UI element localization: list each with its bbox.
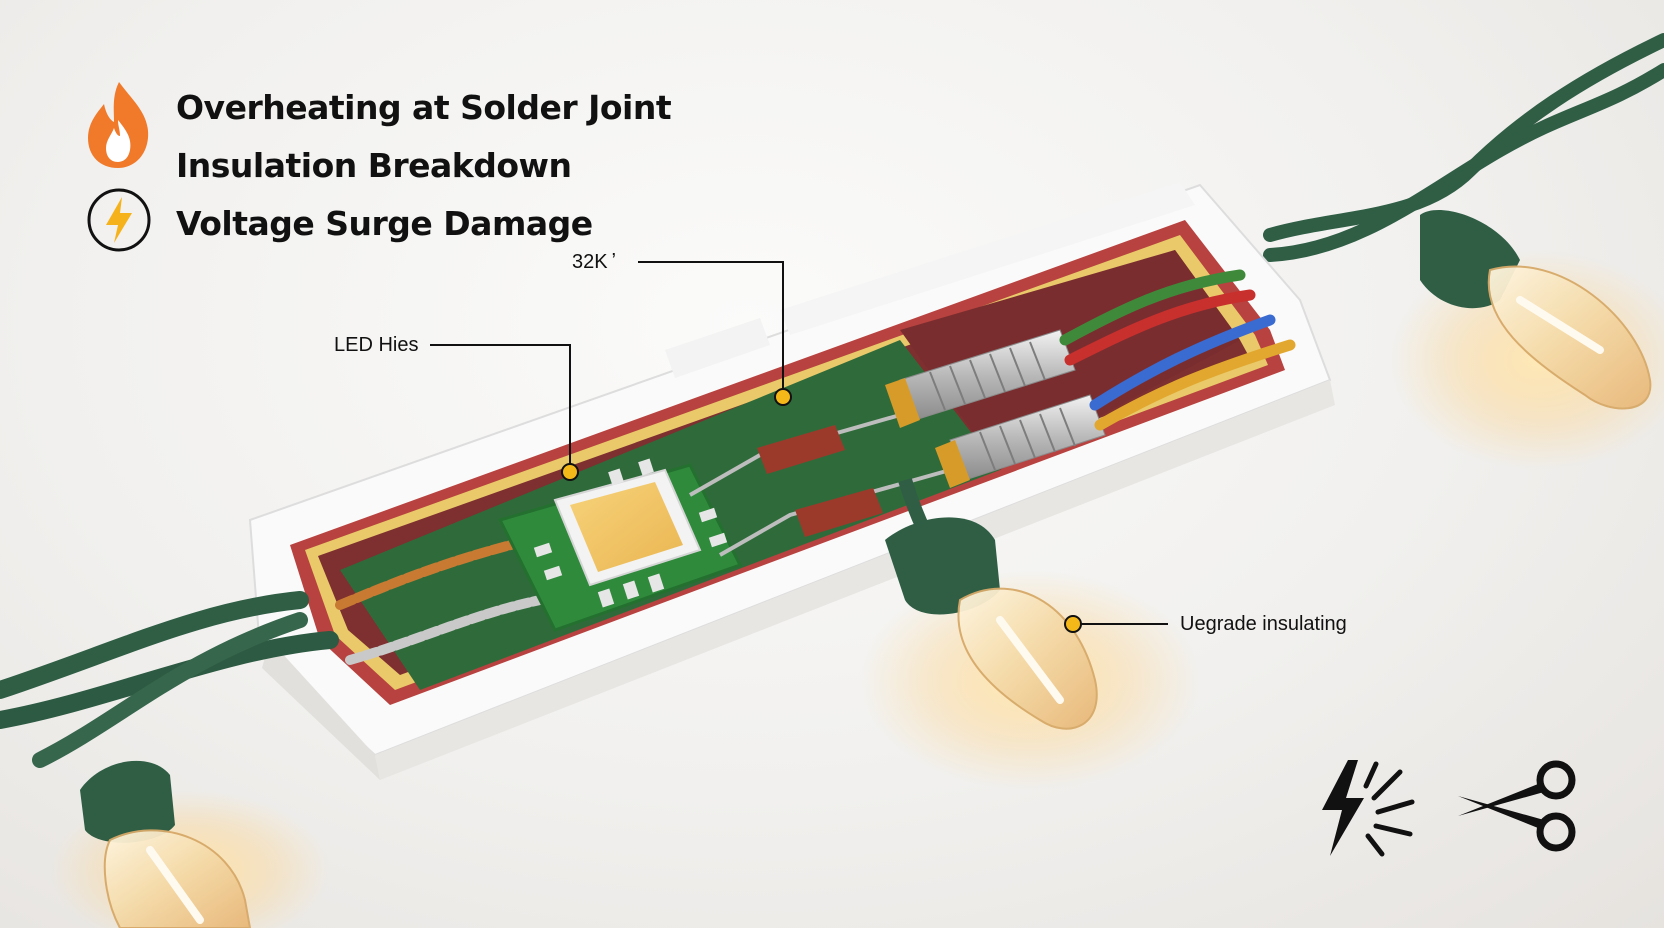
wire-bundle-left xyxy=(0,535,545,768)
light-bulb-left xyxy=(80,760,252,928)
spark-burst-icon xyxy=(1318,758,1418,858)
light-bulb-center xyxy=(885,477,1098,730)
light-bulb-right xyxy=(1420,210,1652,410)
legend-overheating: Overheating at Solder Joint xyxy=(176,88,672,127)
wire-strand-right xyxy=(1263,33,1664,262)
scissors-icon xyxy=(1456,758,1581,853)
legend-voltage: Voltage Surge Damage xyxy=(176,204,593,243)
lightning-bolt-icon xyxy=(86,187,152,253)
flame-icon xyxy=(84,80,154,170)
colored-wires xyxy=(1059,269,1296,431)
led-pcb xyxy=(497,458,743,632)
legend-insulation: Insulation Breakdown xyxy=(176,146,572,185)
callout-label-left: LED Hies xyxy=(334,334,419,356)
resistor xyxy=(757,425,883,537)
callout-lines xyxy=(430,261,1168,625)
coil-stripes xyxy=(929,341,1076,471)
callout-dots xyxy=(561,388,1082,633)
callout-label-right: Uegrade insulating xyxy=(1180,613,1347,635)
callout-label-top: 32K ʼ xyxy=(572,251,617,273)
